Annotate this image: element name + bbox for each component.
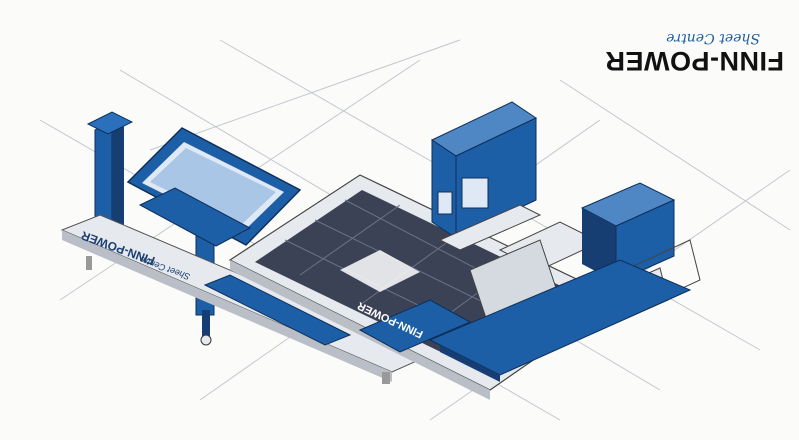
brand-name: FINN-POWER [605,46,784,76]
brand-logo: FINN-POWER Sheet Centre [600,20,790,80]
loading-rail [60,214,432,384]
sheet-lift-frame [126,127,302,247]
brand-tagline: Sheet Centre [666,30,760,46]
unloading-table [428,259,692,382]
